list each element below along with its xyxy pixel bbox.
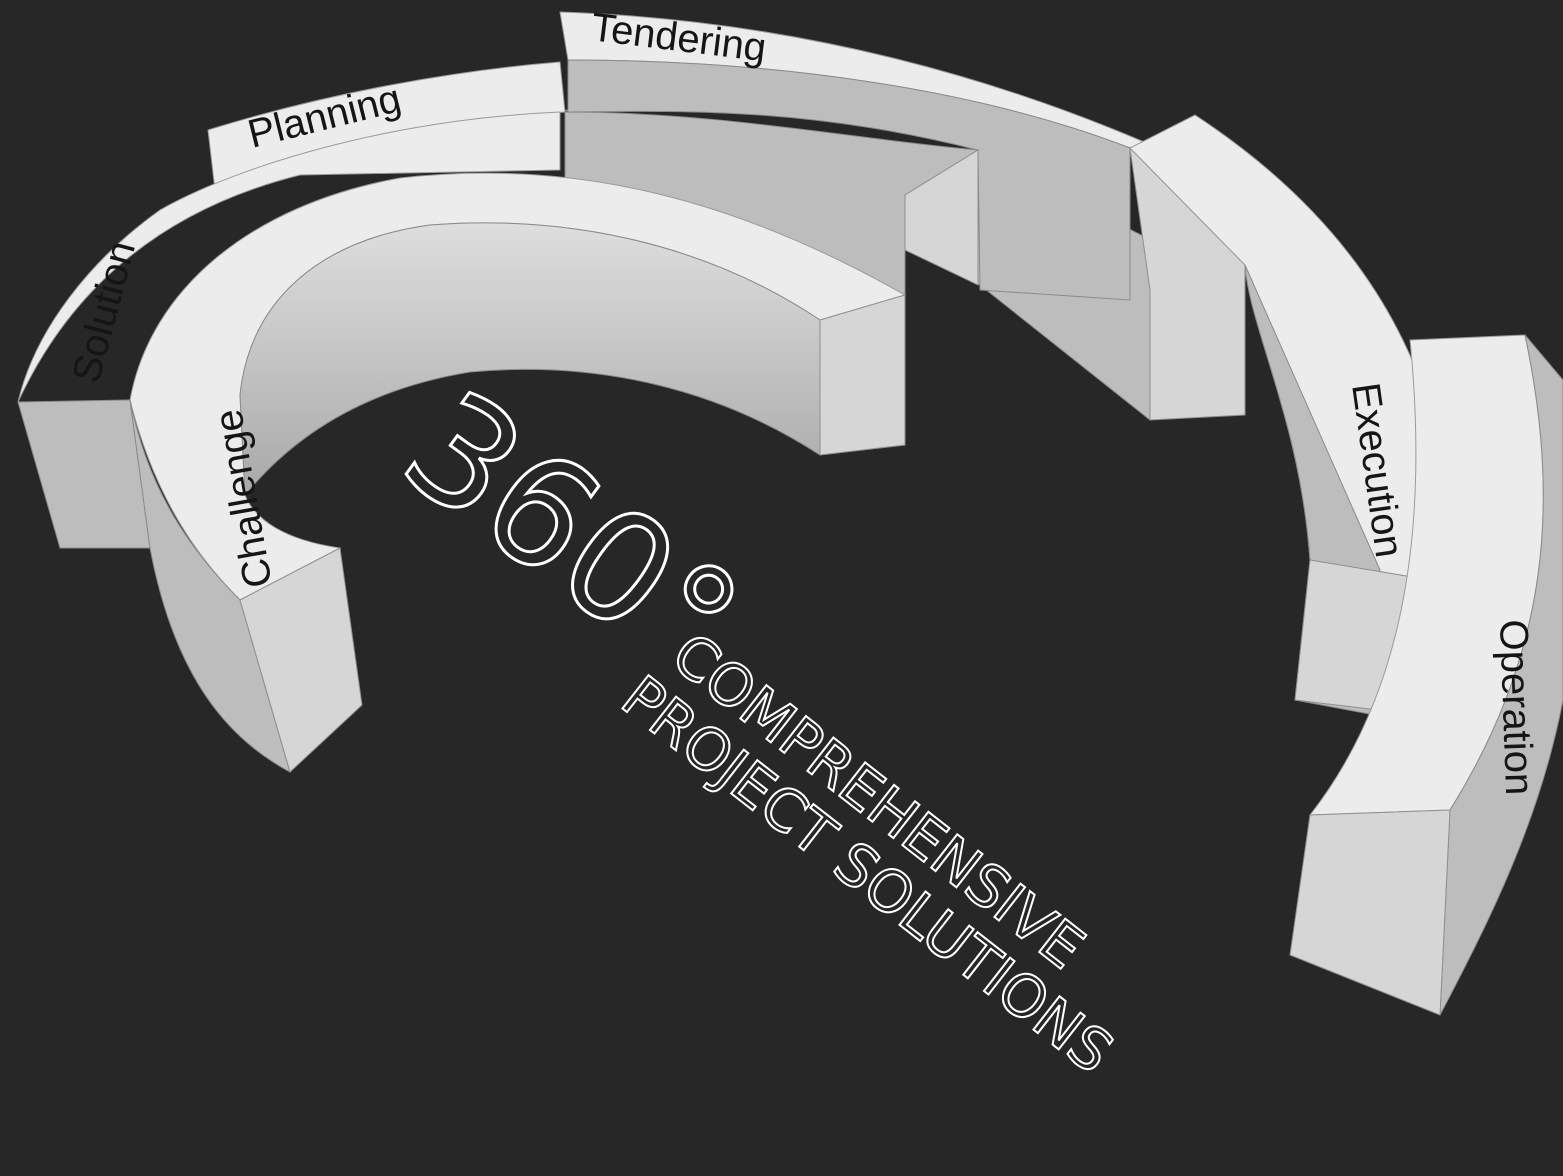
headline-group: 360° COMPREHENSIVE PROJECT SOLUTIONS	[372, 357, 1126, 1088]
block-operation: Operation	[1289, 334, 1563, 1016]
block-challenge: Challenge	[129, 172, 907, 773]
label-operation: Operation	[1491, 619, 1541, 796]
block-tendering: Tendering	[559, 5, 1246, 421]
tagline-line2: PROJECT SOLUTIONS	[609, 662, 1125, 1086]
label-solution: Solution	[64, 236, 144, 387]
